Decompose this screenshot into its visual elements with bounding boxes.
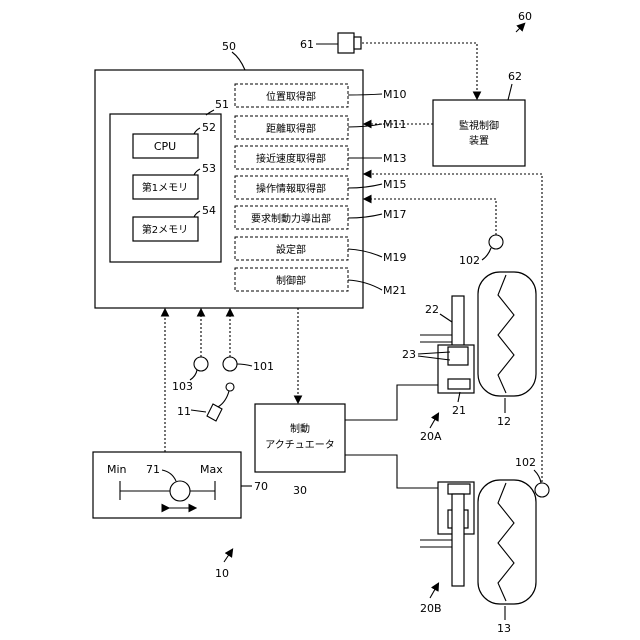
- sensor-102b-leader: [534, 470, 541, 483]
- slider-ref: 70: [254, 480, 268, 493]
- ecu-ref: 50: [222, 40, 236, 53]
- front-unit-arrow: [430, 414, 438, 428]
- rear-hub-disc: [452, 494, 464, 586]
- monitoring-box: [433, 100, 525, 166]
- module-label-m21: 制御部: [276, 274, 306, 287]
- rear-unit-arrow: [430, 584, 438, 598]
- pedal-pivot-icon: [226, 383, 234, 391]
- rear-unit-ref: 20B: [420, 602, 442, 615]
- sensor61-ref: 61: [300, 38, 314, 51]
- actuator-box: [255, 404, 345, 472]
- module-ref-m19: M19: [383, 251, 407, 264]
- pedal-leader: [191, 410, 206, 412]
- sensor-102b-icon: [535, 483, 549, 497]
- slider-max: Max: [200, 463, 223, 476]
- sensor61-to-monitor: [362, 43, 477, 98]
- actuator-to-front-brake: [345, 385, 438, 420]
- sensor-103-leader: [190, 370, 197, 380]
- cpu-label: CPU: [154, 140, 176, 153]
- module-label-m10: 位置取得部: [266, 90, 316, 103]
- module-ref-m21: M21: [383, 284, 407, 297]
- memory2-ref: 54: [202, 204, 216, 217]
- front-axle-ref: 22: [425, 303, 439, 316]
- module-label-m11: 距離取得部: [266, 122, 316, 135]
- sensor-101-leader: [237, 364, 252, 366]
- front-tire: [478, 272, 536, 396]
- monitoring-leader: [508, 84, 512, 100]
- actuator-ref: 30: [293, 484, 307, 497]
- front-caliper-ref: 23: [402, 348, 416, 361]
- monitoring-line2: 装置: [469, 134, 489, 147]
- module-label-m15: 操作情報取得部: [256, 182, 326, 195]
- sensor-103-icon: [194, 357, 208, 371]
- module-ref-m11: M11: [383, 118, 407, 131]
- slider-panel: [93, 452, 241, 518]
- front-caliper-piston: [448, 347, 468, 365]
- sensor-101-icon: [223, 357, 237, 371]
- monitoring-ref: 62: [508, 70, 522, 83]
- pedal-ref: 11: [177, 405, 191, 418]
- module-label-m17: 要求制動力導出部: [251, 212, 331, 225]
- slider-knob[interactable]: [170, 481, 190, 501]
- actuator-line2: アクチュエータ: [265, 439, 335, 451]
- rear-wheel-ref: 13: [497, 622, 511, 635]
- module-label-m13: 接近速度取得部: [256, 152, 326, 165]
- module-ref-m17: M17: [383, 208, 407, 221]
- pedal-arm: [218, 391, 229, 407]
- front-brake-pad: [448, 379, 470, 389]
- rear-tire: [478, 480, 536, 604]
- module-ref-m15: M15: [383, 178, 407, 191]
- actuator-to-rear-brake: [345, 455, 438, 488]
- actuator-line1: 制動: [290, 422, 310, 435]
- front-wheel-ref: 12: [497, 415, 511, 428]
- memory1-label: 第1メモリ: [142, 181, 188, 194]
- cpu-ref: 52: [202, 121, 216, 134]
- monitoring-line1: 監視制御: [459, 119, 499, 132]
- memory1-ref: 53: [202, 162, 216, 175]
- sensor-102a-ref: 102: [459, 254, 480, 267]
- sensor-102a-icon: [489, 235, 503, 249]
- pedal-icon: [207, 404, 222, 421]
- system-arrow: [224, 550, 232, 562]
- module-ref-m13: M13: [383, 152, 407, 165]
- front-pad-ref: 21: [452, 404, 466, 417]
- front-unit-ref: 20A: [420, 430, 442, 443]
- system-ref: 10: [215, 567, 229, 580]
- rear-brake-pad: [448, 484, 470, 494]
- sensor-103-ref: 103: [172, 380, 193, 393]
- memory2-label: 第2メモリ: [142, 223, 188, 236]
- slider-knob-ref: 71: [146, 463, 160, 476]
- sensor-101-ref: 101: [253, 360, 274, 373]
- sensor61-lens: [354, 37, 361, 49]
- processor-group-ref: 51: [215, 98, 229, 111]
- monitoring-group-arrow: [516, 24, 524, 32]
- module-ref-m10: M10: [383, 88, 407, 101]
- front-axle-leader: [440, 314, 452, 322]
- monitoring-group-ref: 60: [518, 10, 532, 23]
- sensor61-body: [338, 33, 354, 53]
- ecu-leader: [232, 52, 245, 70]
- sensor-102b-ref: 102: [515, 456, 536, 469]
- module-label-m19: 設定部: [276, 243, 306, 256]
- sensor-102a-leader: [482, 248, 491, 260]
- slider-min: Min: [107, 463, 127, 476]
